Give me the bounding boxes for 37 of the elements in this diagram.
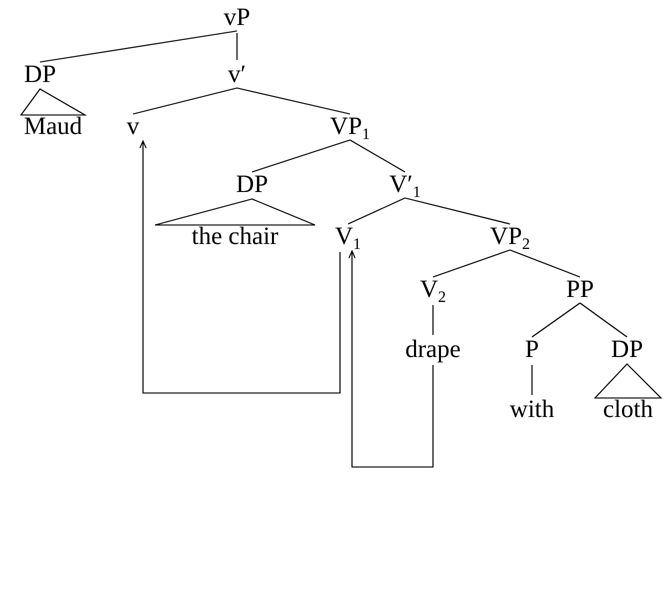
branch-line [40, 30, 238, 63]
tree-label: Maud [24, 114, 82, 140]
tree-label: VP$_{2}$ [490, 224, 530, 250]
tree-label: DP [236, 172, 268, 198]
tree-label: v [126, 114, 140, 140]
branch-line [580, 302, 628, 338]
tree-label: cloth [603, 397, 653, 423]
branch-line [404, 197, 510, 225]
tree-label: with [510, 397, 554, 423]
branch-line [236, 87, 350, 115]
branch-line [510, 249, 580, 278]
branch-line [432, 305, 434, 335]
constituent-triangle [594, 363, 662, 399]
constituent-triangle [154, 198, 316, 226]
branch-line [132, 87, 238, 115]
branch-line [348, 198, 406, 224]
tree-label: V$_{2}$ [420, 277, 446, 303]
movement-arrow [139, 140, 341, 394]
branch-line [236, 33, 238, 60]
branch-line [531, 365, 533, 395]
constituent-triangle [20, 88, 88, 116]
branch-line [252, 139, 350, 173]
tree-label: VP$_{1}$ [330, 114, 370, 140]
tree-label: DP [24, 62, 56, 88]
tree-label: drape [405, 337, 461, 363]
tree-label: v′ [228, 62, 246, 88]
tree-label: the chair [192, 224, 278, 250]
tree-label: P [525, 337, 539, 363]
movement-arrow [348, 250, 434, 468]
tree-label: V$_{1}$ [334, 224, 362, 250]
tree-label: vP [224, 5, 250, 31]
branch-line [350, 140, 406, 172]
branch-line [432, 249, 510, 278]
tree-label: DP [611, 337, 643, 363]
branch-line [532, 302, 580, 338]
tree-label: V′$_{1}$ [389, 172, 421, 198]
tree-label: PP [566, 277, 594, 303]
